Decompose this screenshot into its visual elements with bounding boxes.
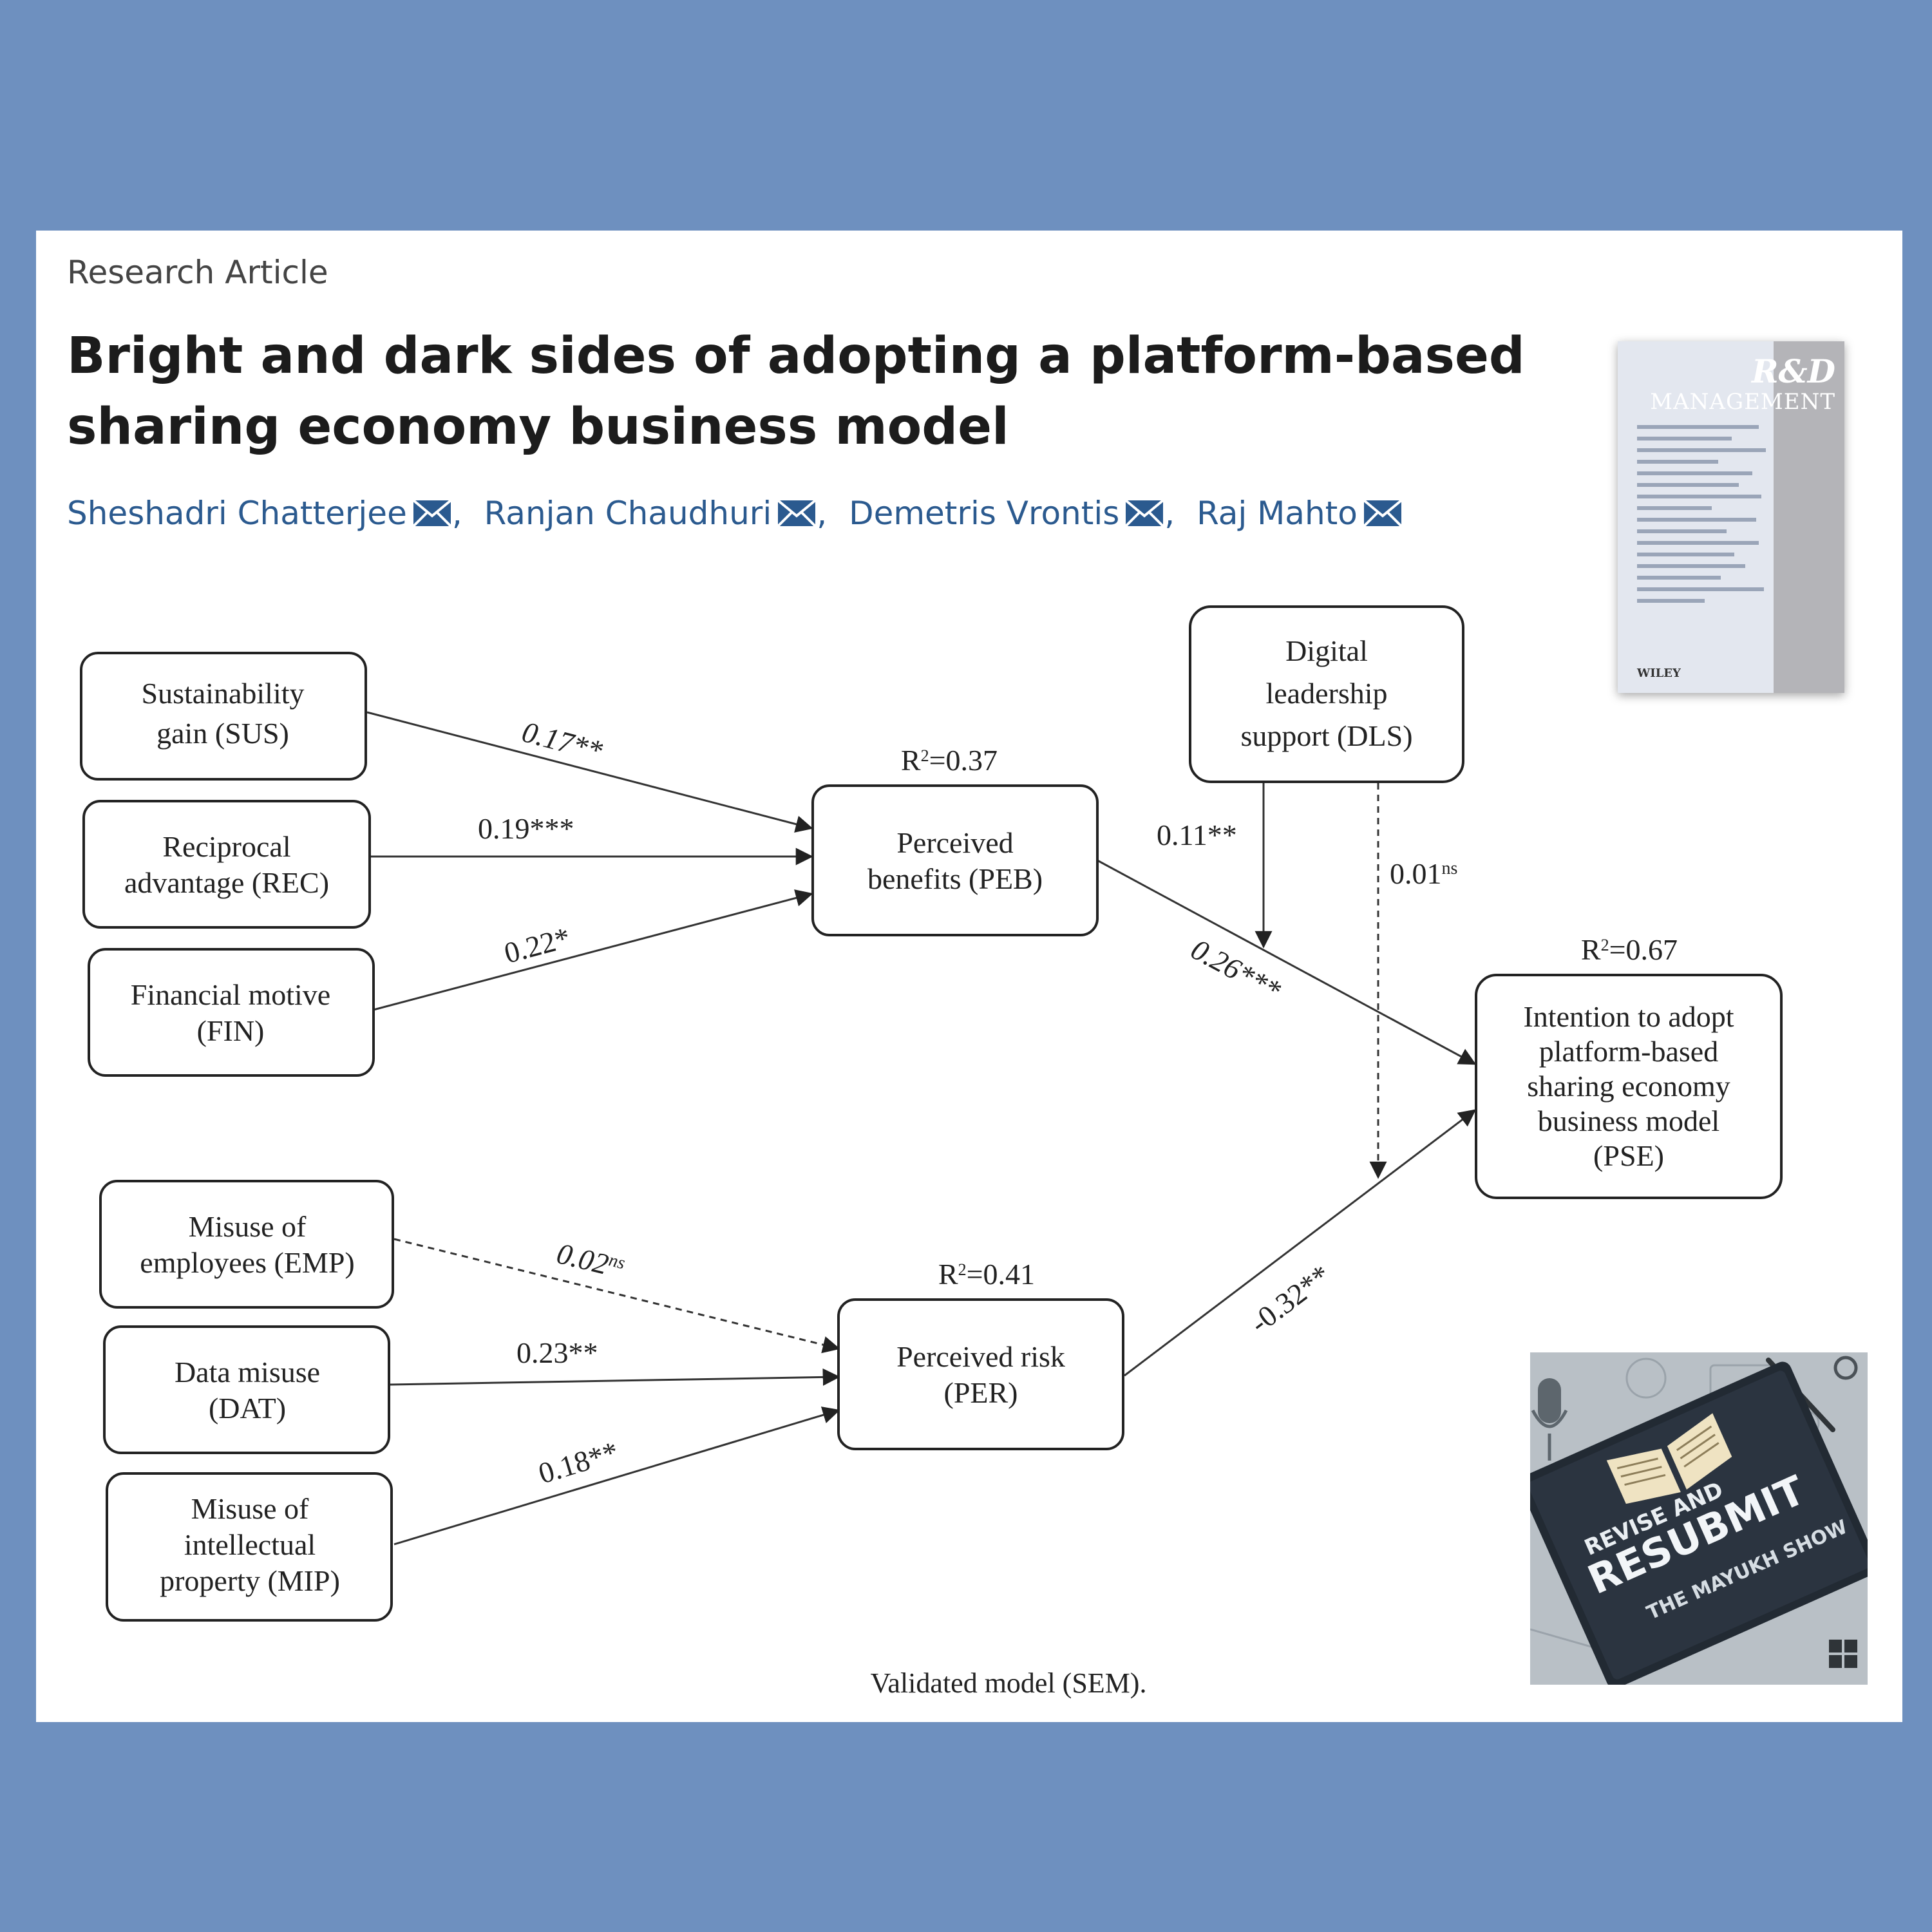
node-mip (106, 1472, 393, 1622)
r-squared-peb: R2=0.37 (901, 744, 998, 777)
coef-dls-peb-pse: 0.11** (1157, 819, 1237, 851)
node-dat-label: Data misuse(DAT) (175, 1356, 320, 1425)
author-separator: , (1164, 495, 1175, 532)
author-separator: , (817, 495, 828, 532)
podcast-artwork: REVISE AND RESUBMIT THE MAYUKH SHOW (1530, 1352, 1868, 1685)
node-emp (99, 1180, 394, 1309)
figure-caption: Validated model (SEM). (871, 1667, 1147, 1699)
logo-squares-icon (1829, 1640, 1857, 1668)
mail-icon[interactable] (777, 499, 817, 527)
coef-sus-peb: 0.17** (518, 715, 605, 767)
path-sus-peb (366, 711, 813, 833)
cover-contents-lines (1637, 425, 1772, 611)
node-fin-label: Financial motive(FIN) (131, 978, 330, 1047)
author-name[interactable]: Ranjan Chaudhuri (484, 495, 772, 532)
path-peb-pse (1097, 859, 1477, 1065)
author-name[interactable]: Demetris Vrontis (849, 495, 1120, 532)
node-dat (103, 1325, 390, 1454)
coef-per-pse: -0.32** (1244, 1258, 1336, 1340)
article-type-label: Research Article (67, 254, 328, 291)
path-fin-peb (373, 889, 813, 1011)
podcast-cover-art[interactable]: REVISE AND RESUBMIT THE MAYUKH SHOW (1530, 1352, 1868, 1685)
journal-logo-line2: MANAGEMENT (1650, 389, 1835, 415)
path-dat-per (390, 1368, 840, 1386)
node-per-label: Perceived risk(PER) (896, 1340, 1065, 1409)
badge-icon (1833, 1356, 1858, 1380)
cover-band (1774, 341, 1844, 693)
coef-rec-peb: 0.19*** (478, 812, 574, 845)
author-vrontis[interactable]: Demetris Vrontis (849, 495, 1164, 532)
author-chatterjee[interactable]: Sheshadri Chatterjee (67, 495, 452, 532)
node-rec (82, 800, 371, 929)
path-per-pse (1124, 1109, 1477, 1377)
coef-mip-per: 0.18** (535, 1435, 622, 1490)
author-name[interactable]: Sheshadri Chatterjee (67, 495, 407, 532)
author-chaudhuri[interactable]: Ranjan Chaudhuri (484, 495, 817, 532)
microphone-icon (1531, 1378, 1568, 1461)
article-title: Bright and dark sides of adopting a plat… (67, 327, 1525, 456)
journal-logo: R&D MANAGEMENT (1650, 354, 1835, 415)
author-mahto[interactable]: Raj Mahto (1197, 495, 1403, 532)
r-squared-pse: R2=0.67 (1581, 933, 1678, 966)
author-name[interactable]: Raj Mahto (1197, 495, 1358, 532)
node-fin (88, 948, 375, 1077)
node-peb (811, 784, 1099, 936)
node-pse (1475, 974, 1783, 1199)
article-card: Research Article Bright and dark sides o… (36, 231, 1902, 1722)
node-per (837, 1298, 1124, 1450)
mail-icon[interactable] (1363, 499, 1403, 527)
coef-dat-per: 0.23** (516, 1336, 598, 1369)
coef-dls-per-pse: 0.01ns (1390, 857, 1457, 890)
coef-emp-per: 0.02ns (554, 1236, 628, 1285)
book-icon (1606, 1413, 1732, 1504)
node-dls (1189, 605, 1464, 783)
path-mip-per (393, 1406, 840, 1546)
mail-icon[interactable] (412, 499, 452, 527)
cover-publisher: WILEY (1637, 667, 1681, 680)
author-list: Sheshadri Chatterjee, Ranjan Chaudhuri, … (67, 495, 1403, 532)
node-sus (80, 652, 367, 781)
journal-cover-thumbnail[interactable]: R&D MANAGEMENT WILEY (1618, 341, 1844, 693)
coef-fin-peb: 0.22* (501, 921, 574, 970)
journal-logo-line1: R&D (1751, 352, 1835, 390)
coef-peb-pse: 0.26*** (1186, 933, 1286, 1007)
mail-icon[interactable] (1124, 499, 1164, 527)
author-separator: , (451, 495, 462, 532)
r-squared-per: R2=0.41 (938, 1258, 1035, 1291)
